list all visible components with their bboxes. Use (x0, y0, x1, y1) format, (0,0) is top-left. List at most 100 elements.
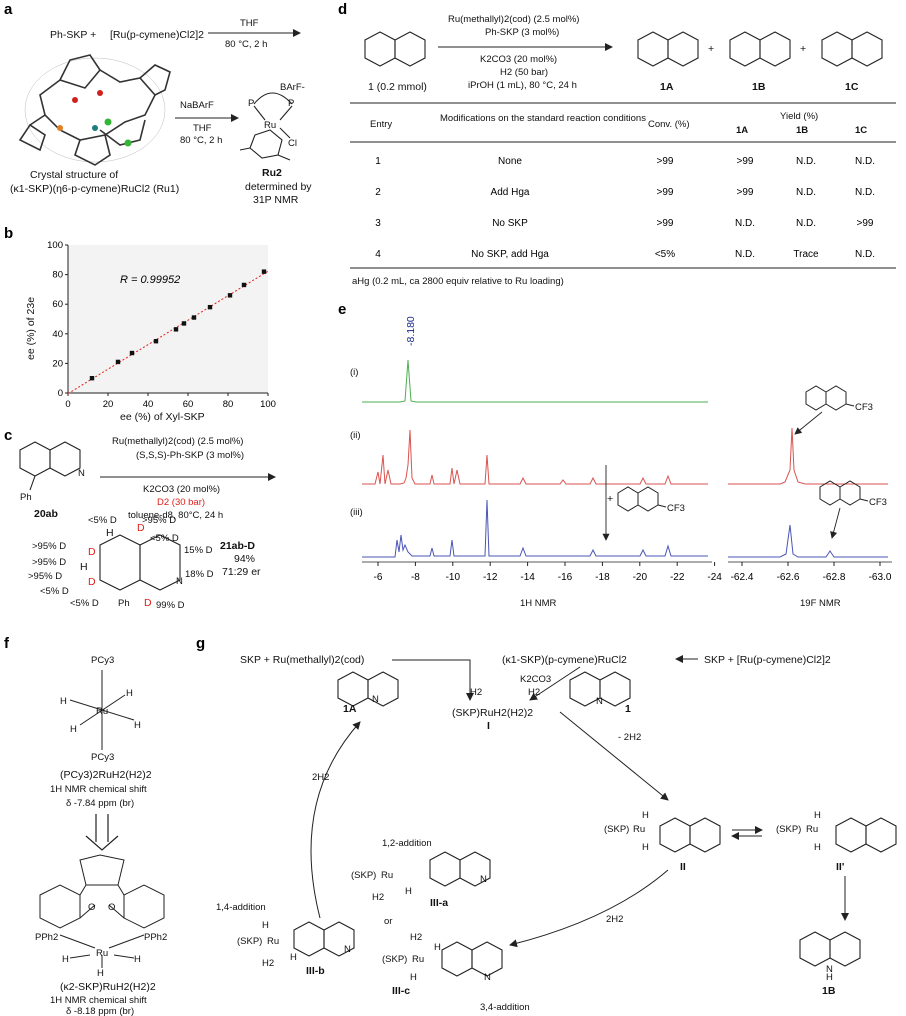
f-top-h2: H (134, 720, 141, 731)
f-top-h1: H (60, 696, 67, 707)
f-top-ru-complex (69, 670, 135, 750)
c-product-er: 71:29 er (222, 566, 261, 578)
g-k2co3: K2CO3 (520, 674, 551, 685)
h-nmr-tick-label: -24 (707, 572, 722, 583)
d-th-1c: 1C (855, 125, 867, 136)
g-label-iiic: III-c (392, 985, 410, 997)
c-atom-d1: D (88, 546, 96, 558)
g-iiic-h2: H2 (410, 932, 422, 943)
g-ii-h1: H (642, 810, 649, 821)
d-th-mod: Modifications on the standard reaction c… (440, 113, 646, 124)
panel-f-label: f (4, 635, 10, 652)
g-2h2-lower: 2H2 (606, 914, 623, 925)
d-footnote: aHg (0.2 mL, ca 2800 equiv relative to R… (352, 276, 564, 287)
ru2-cl: Cl (288, 138, 297, 149)
a-crystal-caption-2: (κ1-SKP)(η6-p-cymene)RuCl2 (Ru1) (10, 183, 179, 195)
g-1b-n: N (826, 964, 833, 975)
panel-f: f PCy3 PCy3 Ru H H H H (PCy3)2RuH2(H2)2 … (4, 635, 167, 1016)
d-th-entry: Entry (370, 119, 392, 130)
d-cond-2: Ph-SKP (3 mol%) (485, 27, 559, 38)
a-cond-top-2: 80 °C, 2 h (225, 39, 267, 50)
h-nmr-tick-label: -14 (520, 572, 535, 583)
g-1a-n: N (372, 694, 379, 705)
g-arrow-2h2-lower (509, 869, 669, 948)
f-o-1: O (88, 902, 95, 913)
h-nmr-tick-label: -20 (633, 572, 648, 583)
chart-trendline (67, 270, 269, 395)
g-top-mid: (κ1-SKP)(p-cymene)RuCl2 (502, 654, 627, 666)
g-label-1: 1 (625, 703, 631, 715)
d-th-1b: 1B (796, 125, 808, 136)
c-substrate-ph: Ph (20, 492, 32, 503)
e-trace-iii: (iii) (350, 507, 363, 518)
c-deut-7: 15% D (184, 545, 213, 556)
chart-point (207, 304, 213, 310)
c-substrate-n: N (78, 468, 85, 479)
panel-d-label: d (338, 1, 347, 18)
chart-point (115, 359, 121, 365)
g-iiic-h3: H (410, 972, 417, 983)
f-nmr-tick-label: -62.4 (731, 572, 754, 583)
ru2-structure (239, 92, 293, 161)
d-product-1c: 1C (845, 81, 859, 93)
d-product-structures (637, 31, 883, 67)
f-bottom-formula: (κ2-SKP)RuH2(H2)2 (60, 981, 156, 993)
d-table-cell: Add Hga (491, 187, 530, 198)
h-nmr-tick-label: -16 (558, 572, 573, 583)
a-cond-side-1: NaBArF (180, 100, 214, 111)
panel-c: c N Ph 20ab Ru(methallyl)2(cod) (2.5 mol… (4, 427, 276, 611)
chart-x-tick-label: 40 (143, 399, 154, 410)
d-table-cell: 2 (375, 187, 381, 198)
e-arrow-cf3-2 (830, 507, 841, 539)
d-table-cell: N.D. (796, 218, 816, 229)
d-table-cell: N.D. (855, 187, 875, 198)
g-1-n: N (596, 696, 603, 707)
f-bottom-shift-2: δ -8.18 ppm (br) (66, 1006, 134, 1016)
d-cond-3: K2CO3 (20 mol%) (480, 54, 557, 65)
panel-e: e -8.180 (i) (ii) (iii) -6-8-10-12-14-16… (338, 301, 892, 609)
e-trace-i: (i) (350, 367, 358, 378)
h-nmr-tick-label: -10 (446, 572, 461, 583)
h-nmr-tick-label: -8 (411, 572, 420, 583)
d-table-cell: No SKP, add Hga (471, 249, 549, 260)
d-table-cell: <5% (655, 249, 675, 260)
chart-y-tick-label: 60 (52, 299, 63, 310)
c-product-yield: 94% (234, 553, 255, 565)
chart-x-tick-label: 20 (103, 399, 114, 410)
d-th-yield: Yield (%) (780, 111, 818, 122)
a-reactant-1: Ph-SKP + (50, 29, 96, 41)
f-bottom-h1: H (62, 954, 69, 965)
c-atom-d2: D (137, 522, 145, 534)
d-table-cell: N.D. (735, 249, 755, 260)
f-bottom-shift-1: 1H NMR chemical shift (50, 995, 147, 1006)
c-atom-ph: Ph (118, 598, 130, 609)
ru2-p-right: P (288, 98, 294, 109)
d-table-cell: N.D. (855, 249, 875, 260)
g-add-14: 1,4-addition (216, 902, 266, 913)
substrate-20ab-structure (19, 441, 81, 491)
f-pph2-left: PPh2 (35, 932, 58, 943)
c-deut-11: 99% D (156, 600, 185, 611)
c-atom-h2: H (80, 561, 88, 573)
f-nmr-ticks: -62.4-62.6-62.8-63.0 (731, 562, 892, 583)
c-deut-6: <5% D (40, 586, 69, 597)
e-cf3-3: CF3 (869, 497, 887, 508)
d-table-cell: >99 (657, 156, 674, 167)
f-top-shift-1: 1H NMR chemical shift (50, 784, 147, 795)
panel-e-label: e (338, 301, 346, 318)
panel-g: g SKP + Ru(methallyl)2(cod) (κ1-SKP)(p-c… (196, 635, 897, 1013)
d-table-cell: 3 (375, 218, 381, 229)
g-iiia-ru: Ru (381, 870, 393, 881)
g-arrow-top-mid (529, 666, 581, 701)
h-nmr-trace-iii (362, 499, 708, 558)
e-arrow-cf3-1 (794, 411, 823, 435)
f-nmr-trace-ii (728, 427, 888, 485)
f-nmr-trace-iii (728, 524, 888, 558)
g-label-1b: 1B (822, 985, 836, 997)
c-deut-9: 18% D (185, 569, 214, 580)
ru2-p-left: P (248, 98, 254, 109)
f-bottom-h2: H (134, 954, 141, 965)
d-th-1a: 1A (736, 125, 748, 136)
